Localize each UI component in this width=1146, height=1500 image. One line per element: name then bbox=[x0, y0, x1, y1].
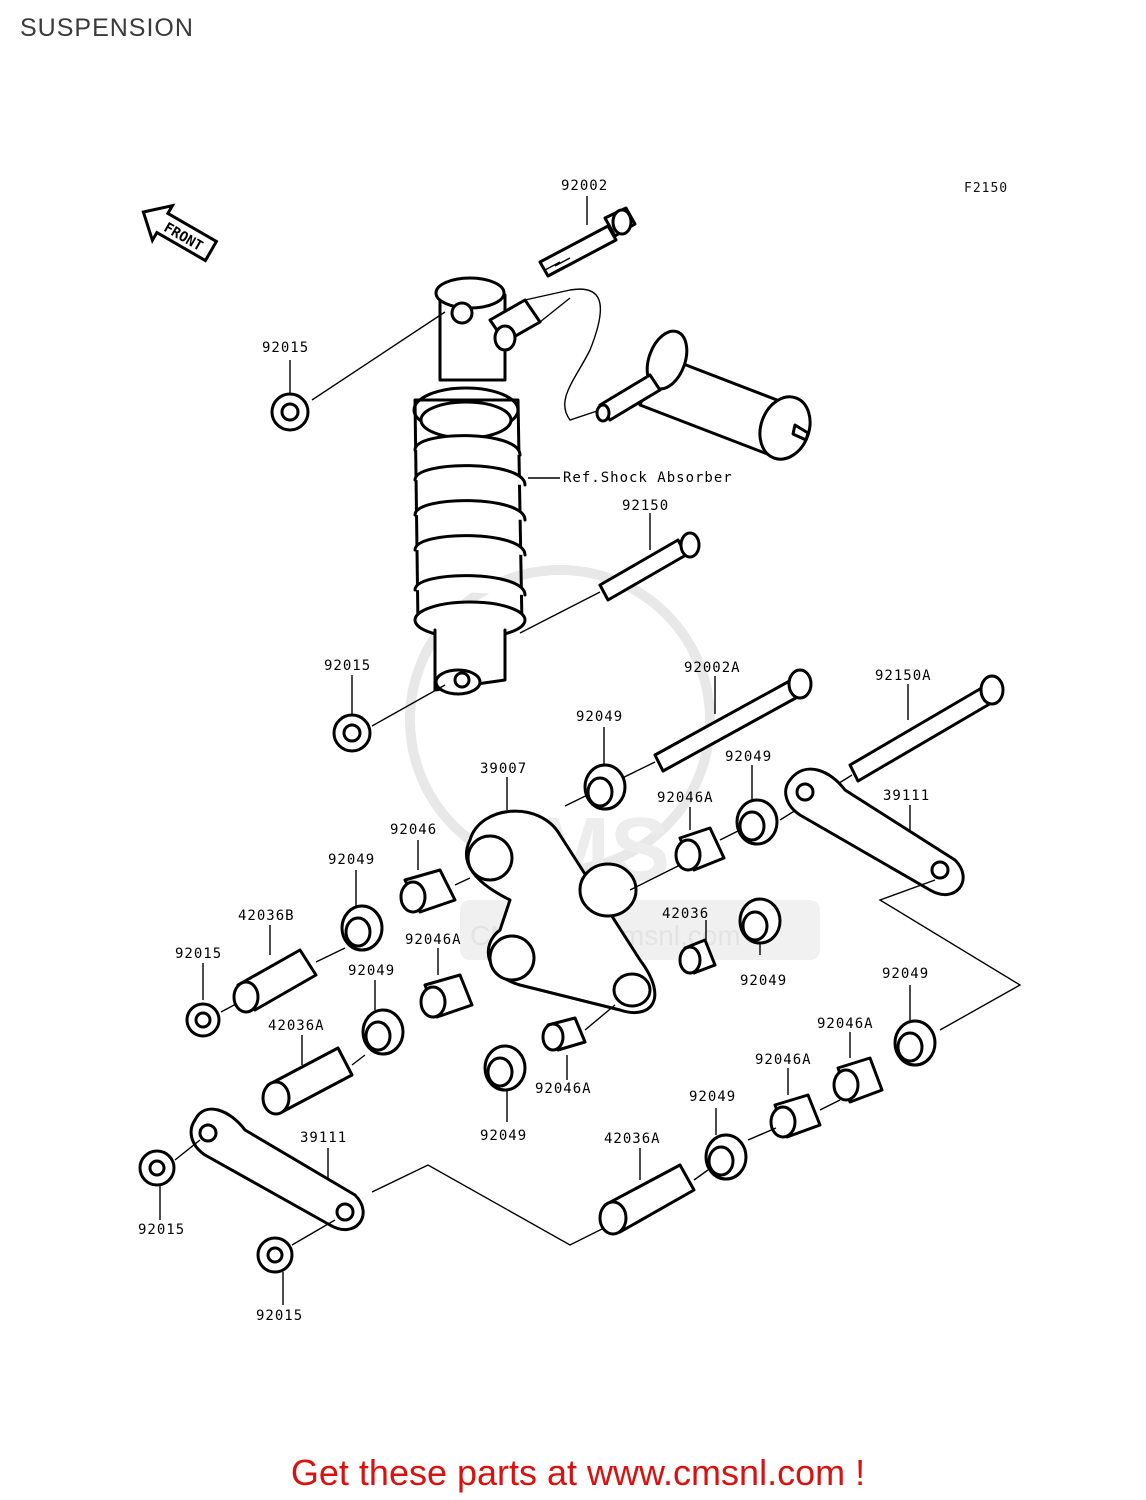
callout-label: 92015 bbox=[324, 658, 371, 674]
callout-label: 92049 bbox=[725, 749, 772, 765]
rocker-arm-39007 bbox=[464, 777, 657, 1015]
callout-label: 42036A bbox=[604, 1131, 661, 1147]
sleeve-42036a-b bbox=[598, 1148, 709, 1236]
callout-label: 92046A bbox=[405, 932, 462, 948]
callout-label: 92046 bbox=[390, 822, 437, 838]
callout-label: 92049 bbox=[348, 963, 395, 979]
assembly-line-bottom bbox=[371, 1164, 641, 1246]
callout-label: 39111 bbox=[883, 788, 930, 804]
callout-label: 92150A bbox=[875, 668, 932, 684]
callout-label: 92049 bbox=[576, 709, 623, 725]
shock-absorber bbox=[412, 276, 602, 696]
nut-92015-mid bbox=[332, 675, 446, 753]
collar-92049-c bbox=[340, 870, 384, 952]
bearing-92046a-d bbox=[832, 1032, 884, 1104]
collar-92049-d bbox=[738, 897, 782, 955]
figure-code: F2150 bbox=[964, 181, 1009, 196]
ref-shock-absorber-label: Ref.Shock Absorber bbox=[563, 470, 733, 486]
callout-label: 42036B bbox=[238, 908, 295, 924]
link-rod-39111-upper bbox=[784, 767, 965, 897]
collar-92049-g bbox=[893, 985, 937, 1067]
bearing-92046 bbox=[399, 840, 471, 914]
nut-92015-top bbox=[270, 311, 446, 432]
callout-label: 92049 bbox=[480, 1128, 527, 1144]
footer-link[interactable]: Get these parts at www.cmsnl.com ! bbox=[290, 1452, 866, 1493]
callout-label: 92049 bbox=[689, 1089, 736, 1105]
callout-label: 92002 bbox=[561, 178, 608, 194]
bearing-92046a-a bbox=[629, 807, 741, 891]
bolt-92002 bbox=[538, 196, 637, 278]
callout-label: 92150 bbox=[622, 498, 669, 514]
sleeve-42036 bbox=[678, 920, 717, 975]
callout-label: 39111 bbox=[300, 1130, 347, 1146]
callout-label: 92046A bbox=[657, 790, 714, 806]
page-title: SUSPENSION bbox=[20, 14, 194, 42]
callout-label: 92015 bbox=[256, 1308, 303, 1324]
bolt-92150a bbox=[779, 674, 1005, 821]
bolt-92150 bbox=[519, 513, 701, 634]
front-arrow-icon: FRONT bbox=[141, 203, 219, 263]
bearing-92046a-e bbox=[747, 1068, 841, 1141]
callout-label: 92015 bbox=[262, 340, 309, 356]
callout-label: 92015 bbox=[175, 946, 222, 962]
sleeve-42036a-a bbox=[261, 1035, 366, 1116]
collar-92049-f bbox=[483, 1044, 527, 1122]
callout-label: 92046A bbox=[755, 1052, 812, 1068]
callout-label: 92049 bbox=[740, 973, 787, 989]
callout-label: 39007 bbox=[480, 761, 527, 777]
callout-label: 92046A bbox=[535, 1081, 592, 1097]
callout-label: 92049 bbox=[882, 966, 929, 982]
collar-92049-a bbox=[583, 727, 627, 811]
collar-92049-h bbox=[704, 1108, 748, 1181]
nut-92015-bottom bbox=[256, 1219, 336, 1305]
nut-92015-left bbox=[185, 963, 237, 1038]
callout-label: 42036A bbox=[268, 1018, 325, 1034]
bearing-92046a-b bbox=[419, 948, 474, 1019]
callout-label: 92002A bbox=[684, 660, 741, 676]
callout-label: 92015 bbox=[138, 1222, 185, 1238]
collar-92049-e bbox=[361, 980, 405, 1056]
bearing-92046a-c bbox=[541, 1004, 616, 1080]
callout-label: 92046A bbox=[817, 1016, 874, 1032]
shock-reservoir bbox=[595, 329, 812, 461]
nut-92015-bottom-left bbox=[138, 1139, 201, 1220]
collar-92049-b bbox=[735, 765, 779, 846]
callout-label: 92049 bbox=[328, 852, 375, 868]
sleeve-42036b bbox=[232, 925, 346, 1014]
link-rod-39111-lower bbox=[189, 1107, 365, 1232]
assembly-line-right bbox=[878, 879, 1022, 1031]
callout-label: 42036 bbox=[662, 906, 709, 922]
